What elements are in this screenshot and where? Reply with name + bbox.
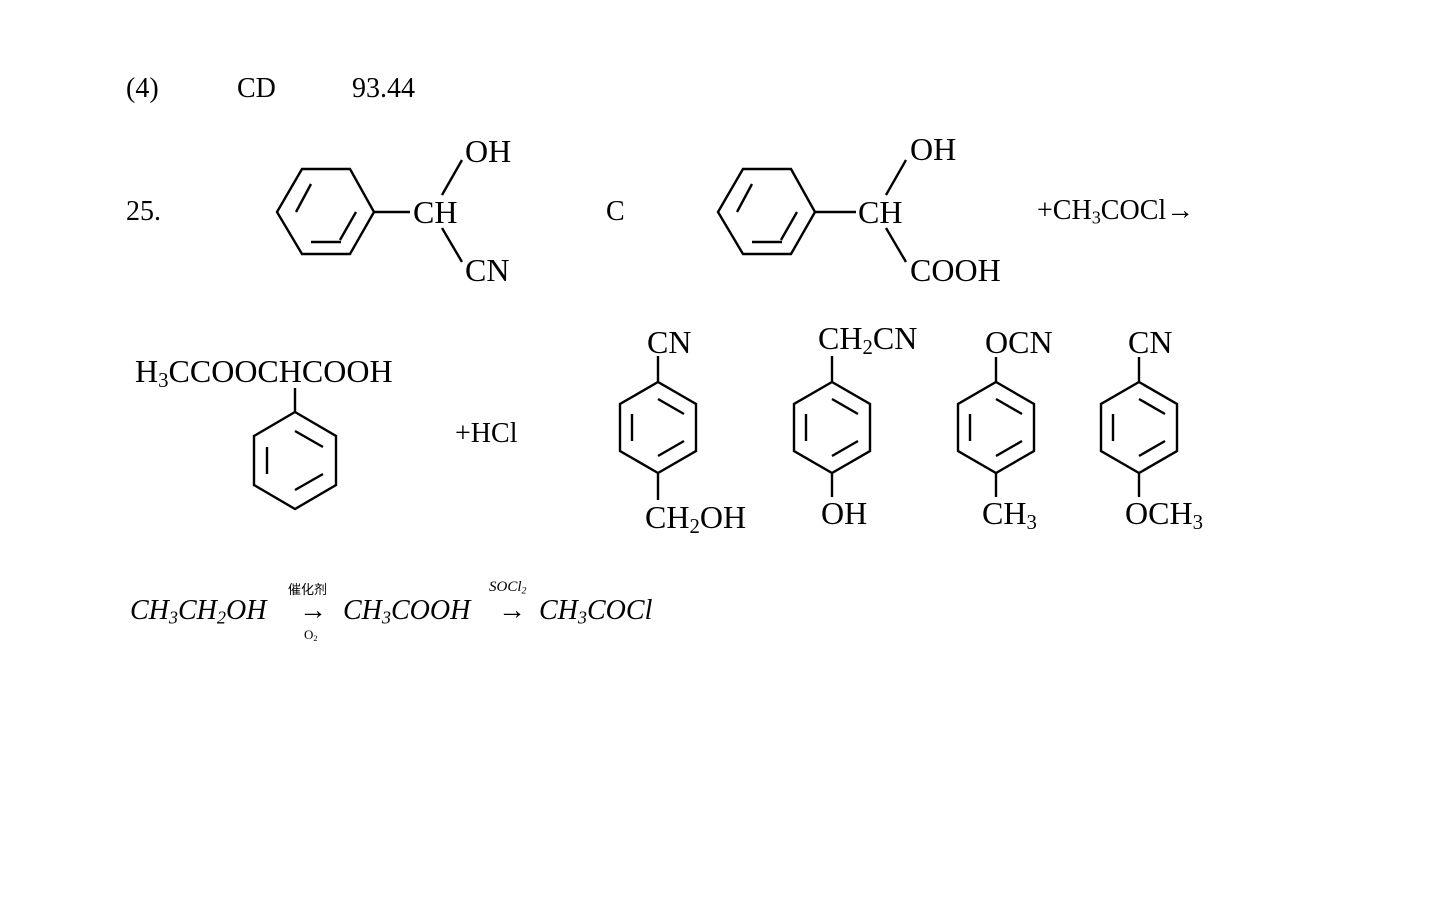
isomer-1-bottom-main: CH <box>645 499 690 535</box>
isomer-2-top-sub: 2 <box>862 336 873 360</box>
isomer-1-bottom-tail: OH <box>699 499 747 535</box>
struct-a-cn: CN <box>465 252 510 288</box>
reagent-cocl: COCl <box>1100 195 1167 226</box>
letter-c: C <box>606 196 625 227</box>
isomer-2-top: CH2CN <box>818 320 918 358</box>
product-sub: 3 <box>158 369 169 393</box>
ethanol-sub2: 2 <box>216 607 226 628</box>
struct-b-oh: OH <box>910 131 957 167</box>
acid-cooh: COOH <box>391 595 471 626</box>
ethanol-ch3: CH <box>130 595 169 626</box>
socl-main: SOCl <box>489 579 522 595</box>
synthesis-acetyl-chloride: CH3COCl <box>539 595 653 628</box>
arrow2: → <box>498 595 526 626</box>
synthesis-acetic-acid: CH3COOH <box>343 595 471 628</box>
arrow1-oxygen-label: O2 <box>304 627 318 643</box>
chloride-sub3: 3 <box>577 607 587 628</box>
isomer-3-bottom-sub: 3 <box>1026 511 1037 535</box>
product-h: H <box>135 353 159 389</box>
synthesis-ethanol: CH3CH2OH <box>130 595 267 628</box>
isomer-2-bottom: OH <box>821 495 868 531</box>
question-number-25: 25. <box>126 196 161 227</box>
isomer-1-top: CN <box>647 324 692 360</box>
byproduct-hcl: +HCl <box>455 418 518 449</box>
acid-sub3: 3 <box>381 607 391 628</box>
answer-letters: CD <box>237 73 276 104</box>
answer-value: 93.44 <box>352 73 415 104</box>
product-rest: CCOOCHCOOH <box>168 353 393 389</box>
reaction-arrow: → <box>1166 195 1195 226</box>
isomer-1-bottom: CH2OH <box>645 499 747 537</box>
arrow1-catalyst-label: 催化剂 <box>288 583 328 598</box>
ethanol-oh: OH <box>226 595 267 626</box>
arrow1: → <box>299 595 327 626</box>
acid-ch3: CH <box>343 595 382 626</box>
isomer-3-bottom-main: CH <box>982 495 1027 531</box>
struct-a-ch: CH <box>413 194 458 230</box>
struct-b-cooh: COOH <box>910 252 1001 288</box>
isomer-4-bottom-sub: 3 <box>1192 511 1203 535</box>
reagent-ch: CH <box>1052 195 1092 226</box>
item-number-4: (4) <box>126 73 159 104</box>
oxygen-sub: 2 <box>313 633 318 644</box>
isomer-3-top: OCN <box>985 324 1053 360</box>
isomer-4-top: CN <box>1128 324 1173 360</box>
chloride-ch3: CH <box>539 595 578 626</box>
chloride-cocl: COCl <box>587 595 653 626</box>
ethanol-sub3: 3 <box>168 607 178 628</box>
isomer-4-bottom-main: OCH <box>1125 495 1193 531</box>
isomer-1-bottom-sub: 2 <box>689 515 700 539</box>
arrow2-socl2-label: SOCl2 <box>489 579 526 596</box>
plus-sign: + <box>1037 195 1053 226</box>
struct-a-oh: OH <box>465 133 512 169</box>
ethanol-ch2: CH <box>178 595 217 626</box>
struct-b-ch: CH <box>858 194 903 230</box>
oxygen-o: O <box>304 627 314 642</box>
reagent-sub: 3 <box>1091 207 1101 228</box>
isomer-3-bottom: CH3 <box>982 495 1037 533</box>
isomer-4-bottom: OCH3 <box>1125 495 1203 533</box>
isomer-2-top-main: CH <box>818 320 863 356</box>
product-formula: H3CCOOCHCOOH <box>135 353 393 391</box>
socl-sub: 2 <box>521 585 527 597</box>
reagent-formula: +CH3COCl→ <box>1037 195 1195 228</box>
isomer-2-top-tail: CN <box>872 320 918 356</box>
